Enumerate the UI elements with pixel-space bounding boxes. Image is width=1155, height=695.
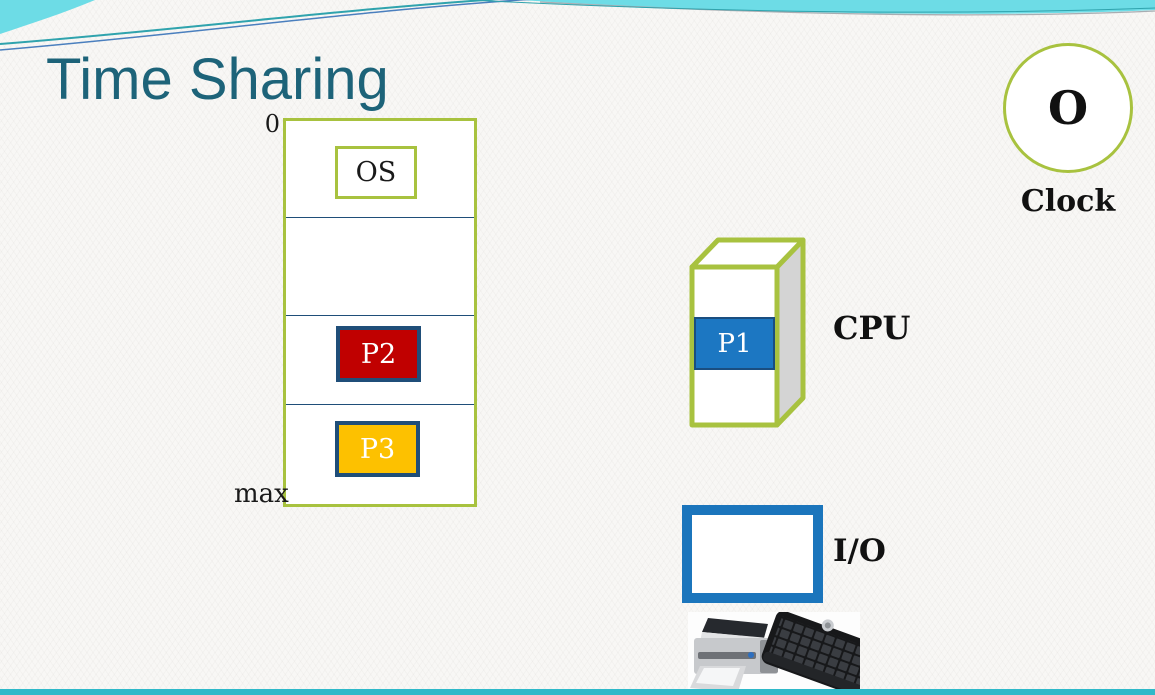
io-devices-photo [688,612,860,695]
swoosh-line-blue-left [0,0,532,51]
memory-divider [286,404,474,405]
swoosh-line-teal-left [0,0,500,45]
keyboard-image [761,612,860,695]
io-label: I/O [833,533,886,569]
cpu-process-block-p1: P1 [694,317,775,370]
cpu-3d-box [689,237,806,428]
swoosh-right-ribbon [520,0,1155,14]
clock-symbol: O [1047,81,1089,135]
memory-block-p3: P3 [335,421,420,477]
cpu-box-side-face [774,237,806,428]
memory-bottom-address-label: max [234,479,289,509]
memory-block-os: OS [335,146,417,199]
memory-top-address-label: 0 [264,110,280,138]
cpu-label: CPU [833,309,911,347]
swoosh-line-teal-right [469,0,1155,13]
swoosh-left-wedge [0,0,95,34]
memory-divider [286,315,474,316]
memory-divider [286,217,474,218]
clock-label: Clock [1020,184,1116,219]
top-swoosh-decoration [0,0,1155,51]
page-title: Time Sharing [46,47,389,112]
memory-block-p2: P2 [336,326,421,382]
bottom-accent-bar [0,689,1155,695]
clock-circle: O [1003,43,1133,173]
io-box [682,505,823,603]
